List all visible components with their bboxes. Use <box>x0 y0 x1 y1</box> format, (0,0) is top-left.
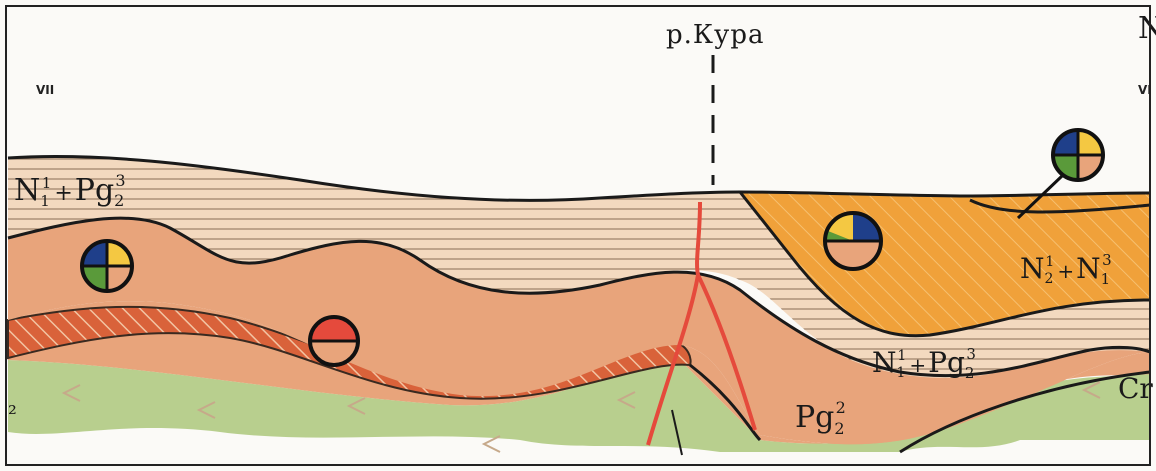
profile-mark-left: VII <box>36 83 54 97</box>
symbol-half-circle <box>310 317 358 365</box>
symbol-trough-circle <box>825 213 881 269</box>
edge-label-right: Cr <box>1118 372 1153 405</box>
river-label: р.Кура <box>666 20 764 50</box>
symbol-left-quadrant <box>82 241 132 291</box>
edge-letter-left: ₂ <box>8 395 17 420</box>
edge-letter-top-right: N <box>1138 11 1156 46</box>
symbol-upper-right-quadrant <box>1053 130 1103 180</box>
